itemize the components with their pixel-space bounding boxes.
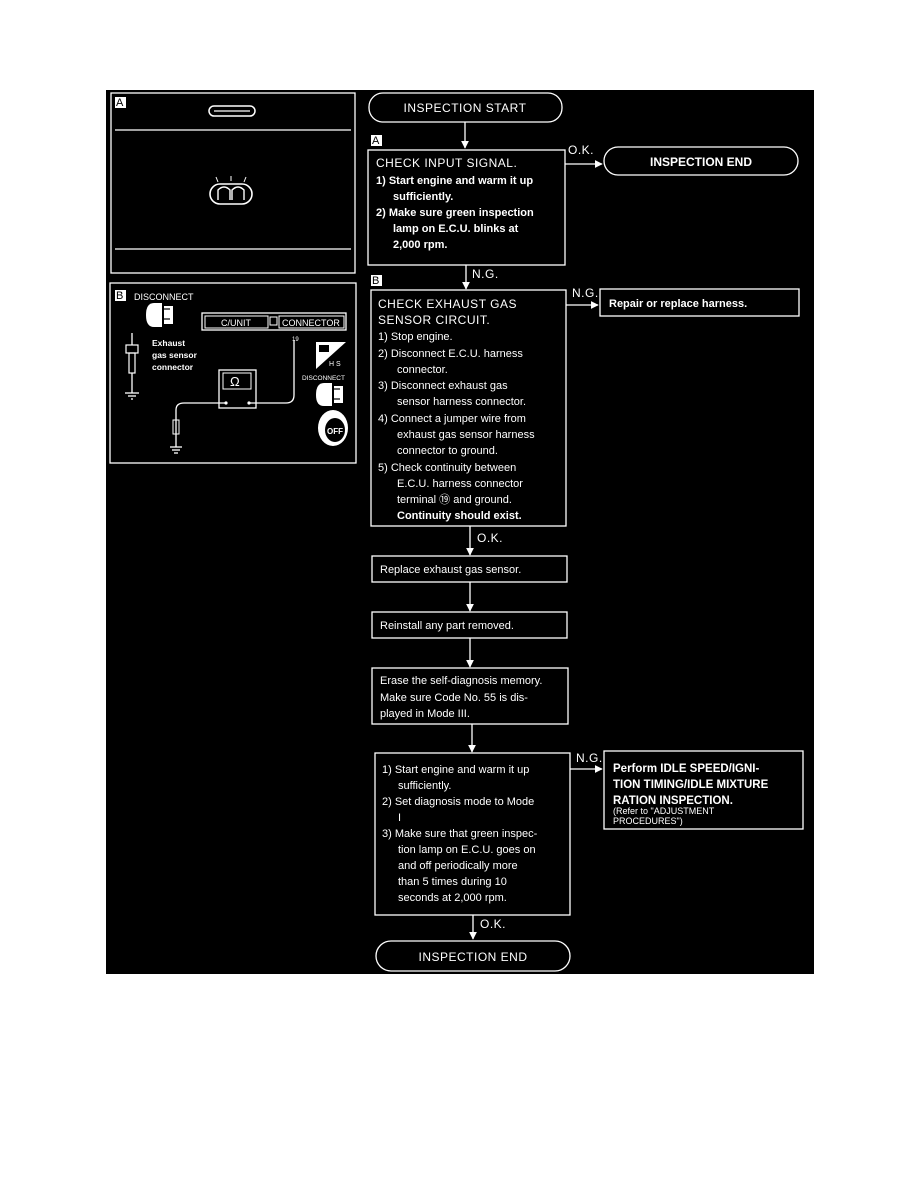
- marker-b-box: [371, 275, 382, 286]
- inspection-end-1-label: INSPECTION END: [650, 155, 752, 169]
- exhaust-label-1: Exhaust: [152, 338, 185, 348]
- perform-line: TION TIMING/IDLE MIXTURE: [613, 779, 769, 791]
- ok-label-2: O.K.: [477, 531, 503, 545]
- erase-line: played in Mode III.: [380, 708, 470, 720]
- ng-label-1: N.G.: [472, 267, 499, 281]
- panel-a-marker-box: [115, 97, 126, 108]
- check-exhaust-line: 4) Connect a jumper wire from: [378, 413, 526, 425]
- check-exhaust-line: 5) Check continuity between: [378, 462, 516, 474]
- final-check-line: sufficiently.: [398, 780, 451, 792]
- ignition-off-icon: OFF: [318, 410, 348, 446]
- inspection-lamp-window-icon: [208, 105, 256, 117]
- check-exhaust-line: sensor harness connector.: [397, 396, 526, 408]
- start-label: INSPECTION START: [404, 101, 527, 115]
- panel-a-frame: [110, 92, 356, 274]
- panel-b-marker-box: [115, 290, 126, 301]
- final-check-box: [374, 752, 571, 916]
- pin-label: 19: [292, 337, 299, 343]
- diagram-svg: A B DISCONNECT C/UNIT: [109, 92, 804, 972]
- hs-label: H S: [329, 361, 341, 368]
- replace-label: Replace exhaust gas sensor.: [380, 564, 521, 576]
- check-exhaust-line: E.C.U. harness connector: [397, 478, 523, 490]
- check-exhaust-line: connector to ground.: [397, 445, 498, 457]
- perform-line: RATION INSPECTION.: [613, 795, 733, 807]
- check-exhaust-line: terminal ⑲ and ground.: [397, 493, 512, 506]
- check-input-line: 1) Start engine and warm it up: [376, 175, 533, 187]
- check-input-box: [367, 149, 566, 266]
- ecu-connector: C/UNIT CONNECTOR: [201, 312, 347, 331]
- exhaust-label-2: gas sensor: [152, 350, 198, 360]
- check-exhaust-title: SENSOR CIRCUIT.: [378, 313, 490, 327]
- panel-b-marker: B: [116, 290, 123, 302]
- final-check-line: and off periodically more: [398, 860, 518, 872]
- check-exhaust-line: 2) Disconnect E.C.U. harness: [378, 348, 523, 360]
- final-check-line: tion lamp on E.C.U. goes on: [398, 844, 536, 856]
- refer-line: PROCEDURES"): [613, 816, 683, 826]
- check-exhaust-line: exhaust gas sensor harness: [397, 429, 535, 441]
- panel-b: B DISCONNECT C/UNIT CONNECTOR 19 Exhau: [109, 282, 357, 464]
- flowchart: INSPECTION START A CHECK INPUT SIGNAL. 1…: [367, 92, 804, 972]
- final-check-line: 3) Make sure that green inspec-: [382, 828, 538, 840]
- exhaust-sensor-connector-icon: [125, 333, 139, 400]
- off-label: OFF: [327, 427, 343, 436]
- ng-label-3: N.G.: [576, 751, 603, 765]
- final-check-line: I: [398, 812, 401, 824]
- exhaust-label-3: connector: [152, 362, 194, 372]
- perform-line: Perform IDLE SPEED/IGNI-: [613, 763, 760, 775]
- diagram-panel: A B DISCONNECT C/UNIT: [106, 90, 814, 974]
- check-exhaust-line: Continuity should exist.: [397, 510, 522, 522]
- final-check-line: than 5 times during 10: [398, 876, 507, 888]
- check-exhaust-title: CHECK EXHAUST GAS: [378, 297, 517, 311]
- erase-line: Make sure Code No. 55 is dis-: [380, 692, 528, 704]
- ng-label-2: N.G.: [572, 286, 599, 300]
- replace-box: [371, 555, 568, 583]
- connector-label: CONNECTOR: [282, 318, 340, 328]
- repair-box: [599, 288, 800, 317]
- check-exhaust-line: 1) Stop engine.: [378, 331, 453, 343]
- inspection-end-1: [603, 146, 799, 176]
- reinstall-label: Reinstall any part removed.: [380, 620, 514, 632]
- probe-wire-positive: [249, 340, 295, 404]
- check-input-line: lamp on E.C.U. blinks at: [393, 223, 519, 235]
- erase-line: Erase the self-diagnosis memory.: [380, 675, 542, 687]
- panel-a-marker: A: [116, 97, 124, 109]
- marker-a: A: [372, 135, 380, 147]
- repair-label: Repair or replace harness.: [609, 298, 747, 310]
- c-unit-label: C/UNIT: [221, 318, 251, 328]
- hs-key-icon: H S: [316, 342, 346, 369]
- probe-wire-ground: [175, 402, 226, 435]
- erase-box: [371, 667, 569, 725]
- perform-box: [603, 750, 804, 830]
- panel-a: A: [110, 92, 356, 274]
- ohm-symbol: Ω: [230, 374, 240, 389]
- check-input-line: 2) Make sure green inspection: [376, 207, 534, 219]
- final-check-line: 2) Set diagnosis mode to Mode: [382, 796, 534, 808]
- marker-b: B: [372, 275, 379, 287]
- disconnect-connector-icon: [146, 303, 173, 327]
- reinstall-box: [371, 611, 568, 639]
- check-input-line: sufficiently.: [393, 191, 453, 203]
- ok-label-1: O.K.: [568, 143, 594, 157]
- final-check-line: seconds at 2,000 rpm.: [398, 892, 507, 904]
- inspection-end-2-label: INSPECTION END: [418, 950, 527, 964]
- inspection-lamp-icon: [209, 176, 253, 205]
- check-exhaust-line: connector.: [397, 364, 448, 376]
- ok-label-3: O.K.: [480, 917, 506, 931]
- disconnect-label: DISCONNECT: [134, 292, 194, 302]
- inspection-end-2: [375, 940, 571, 972]
- marker-a-box: [371, 135, 382, 146]
- disconnect2-label: DISCONNECT: [302, 375, 345, 382]
- check-exhaust-line: 3) Disconnect exhaust gas: [378, 380, 508, 392]
- disconnect-connector-icon-2: [316, 383, 343, 406]
- refer-line: (Refer to "ADJUSTMENT: [613, 806, 715, 816]
- check-input-title: CHECK INPUT SIGNAL.: [376, 156, 517, 170]
- check-exhaust-box: [370, 289, 567, 527]
- check-input-line: 2,000 rpm.: [393, 239, 447, 251]
- final-check-line: 1) Start engine and warm it up: [382, 764, 529, 776]
